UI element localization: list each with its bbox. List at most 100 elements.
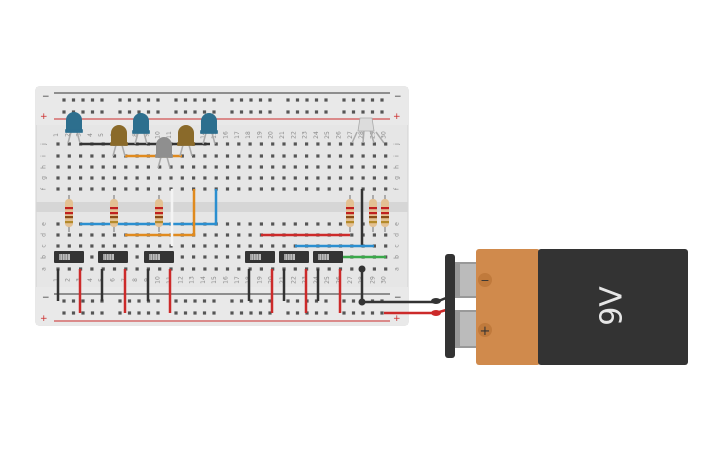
rail-hole[interactable] (62, 110, 66, 114)
breadboard-hole[interactable] (316, 187, 320, 191)
breadboard-hole[interactable] (203, 187, 207, 191)
rail-hole[interactable] (249, 98, 253, 102)
breadboard-hole[interactable] (361, 142, 365, 146)
led-white[interactable] (155, 137, 173, 169)
breadboard-hole[interactable] (79, 165, 83, 169)
breadboard-hole[interactable] (282, 142, 286, 146)
breadboard-hole[interactable] (293, 187, 297, 191)
breadboard-hole[interactable] (237, 154, 241, 158)
rail-hole[interactable] (258, 311, 263, 315)
breadboard-hole[interactable] (101, 154, 105, 158)
breadboard-hole[interactable] (237, 267, 241, 271)
rail-hole[interactable] (212, 299, 216, 303)
slide-switch[interactable] (245, 251, 275, 263)
rail-hole[interactable] (295, 311, 300, 315)
breadboard-hole[interactable] (90, 165, 94, 169)
breadboard-hole[interactable] (180, 267, 184, 271)
breadboard-hole[interactable] (384, 142, 388, 146)
rail-hole[interactable] (174, 299, 178, 303)
breadboard-hole[interactable] (203, 267, 207, 271)
breadboard-hole[interactable] (293, 267, 297, 271)
breadboard-hole[interactable] (316, 176, 320, 180)
slide-switch[interactable] (279, 251, 309, 263)
breadboard-hole[interactable] (372, 176, 376, 180)
breadboard-hole[interactable] (248, 233, 252, 237)
breadboard-hole[interactable] (90, 267, 94, 271)
rail-hole[interactable] (118, 299, 122, 303)
breadboard-hole[interactable] (338, 222, 343, 226)
slide-switch[interactable] (54, 251, 84, 263)
breadboard-hole[interactable] (203, 154, 207, 158)
breadboard-hole[interactable] (135, 255, 139, 259)
breadboard-hole[interactable] (384, 267, 388, 271)
breadboard-hole[interactable] (180, 176, 184, 180)
breadboard-hole[interactable] (112, 187, 117, 191)
rail-hole[interactable] (202, 299, 207, 303)
breadboard-hole[interactable] (146, 165, 150, 169)
rail-hole[interactable] (249, 299, 253, 303)
breadboard-hole[interactable] (327, 154, 331, 158)
breadboard-hole[interactable] (225, 176, 230, 180)
breadboard-hole[interactable] (259, 176, 263, 180)
breadboard-hole[interactable] (180, 154, 184, 158)
breadboard-hole[interactable] (271, 165, 275, 169)
wire-orange[interactable] (125, 189, 196, 237)
breadboard-hole[interactable] (192, 267, 196, 271)
led-yellow[interactable] (177, 125, 195, 157)
breadboard-hole[interactable] (259, 142, 263, 146)
rail-hole[interactable] (314, 110, 319, 114)
breadboard-hole[interactable] (293, 165, 297, 169)
breadboard-hole[interactable] (158, 176, 162, 180)
breadboard-hole[interactable] (282, 165, 286, 169)
breadboard-hole[interactable] (90, 187, 94, 191)
rail-hole[interactable] (127, 98, 132, 102)
breadboard-hole[interactable] (225, 244, 230, 248)
rail-hole[interactable] (295, 110, 300, 114)
breadboard-hole[interactable] (338, 154, 343, 158)
breadboard-hole[interactable] (282, 244, 286, 248)
rail-hole[interactable] (351, 311, 356, 315)
rail-hole[interactable] (118, 110, 122, 114)
breadboard-hole[interactable] (214, 142, 218, 146)
breadboard-hole[interactable] (112, 154, 117, 158)
rail-hole[interactable] (268, 299, 272, 303)
rail-hole[interactable] (361, 110, 365, 114)
rail-hole[interactable] (137, 98, 141, 102)
breadboard-hole[interactable] (305, 176, 309, 180)
rail-hole[interactable] (370, 110, 375, 114)
breadboard-hole[interactable] (248, 222, 252, 226)
rail-hole[interactable] (81, 110, 85, 114)
breadboard-hole[interactable] (124, 187, 128, 191)
rail-hole[interactable] (239, 110, 244, 114)
breadboard-hole[interactable] (237, 244, 241, 248)
breadboard-hole[interactable] (271, 187, 275, 191)
slide-switches[interactable] (54, 251, 343, 263)
rail-hole[interactable] (230, 311, 234, 315)
breadboard-hole[interactable] (282, 154, 286, 158)
breadboard-hole[interactable] (338, 165, 343, 169)
breadboard-hole[interactable] (180, 255, 184, 259)
breadboard-hole[interactable] (112, 244, 117, 248)
rail-hole[interactable] (295, 299, 300, 303)
rail-hole[interactable] (90, 110, 95, 114)
breadboard-hole[interactable] (180, 187, 184, 191)
rail-hole[interactable] (146, 110, 151, 114)
breadboard-hole[interactable] (372, 244, 376, 248)
breadboard-hole[interactable] (225, 142, 230, 146)
breadboard-hole[interactable] (146, 176, 150, 180)
breadboard-hole[interactable] (90, 176, 94, 180)
rail-hole[interactable] (212, 98, 216, 102)
rail-hole[interactable] (230, 98, 234, 102)
breadboard-hole[interactable] (112, 165, 117, 169)
breadboard-hole[interactable] (124, 165, 128, 169)
rail-hole[interactable] (239, 299, 244, 303)
rail-hole[interactable] (324, 311, 328, 315)
breadboard-hole[interactable] (214, 267, 218, 271)
rail-hole[interactable] (62, 311, 66, 315)
slide-switch[interactable] (144, 251, 174, 263)
led-blue[interactable] (65, 112, 83, 144)
breadboard-hole[interactable] (361, 165, 365, 169)
resistor[interactable] (369, 195, 377, 232)
breadboard-hole[interactable] (338, 176, 343, 180)
leds[interactable] (65, 112, 218, 169)
